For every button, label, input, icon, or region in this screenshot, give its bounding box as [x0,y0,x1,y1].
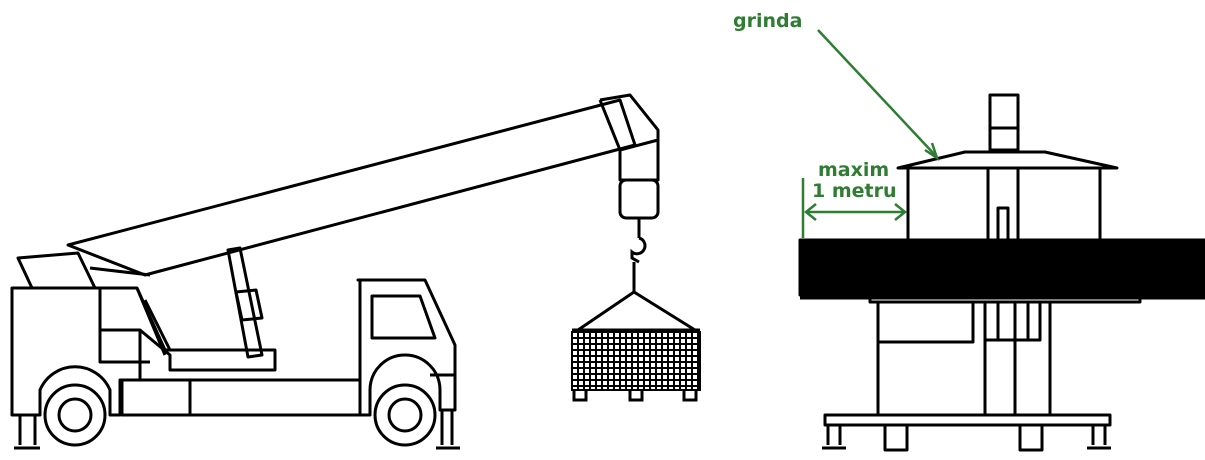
hook-block [618,178,660,220]
chimney [988,93,1020,152]
truck-rear-cab [10,286,142,417]
boom-base [135,287,277,372]
hydraulic-cylinder [226,246,264,359]
beam-label: grinda [733,10,802,32]
building-legs [822,425,1111,450]
upper-door [996,206,1010,242]
cab-window [98,330,150,364]
max-label-line1: maxim [818,159,889,181]
building [798,93,1205,452]
load-grid [572,332,700,390]
beam-pointer-arrow [817,29,936,156]
chassis-box [120,378,192,417]
front-wheel [373,383,437,447]
rear-wheel [43,383,107,447]
roof [896,150,1119,170]
pallet-feet [572,390,698,402]
lower-structure [868,298,1142,304]
beam [798,238,1205,297]
cab-roof-shade [16,251,97,290]
max-label-line2: 1 metru [812,180,897,202]
sling [577,290,696,332]
hook [630,236,647,264]
front-outrigger [436,410,460,450]
upper-room [906,168,1102,240]
base-platform [823,413,1112,427]
lower-frame [876,300,975,344]
boom-arm [66,98,637,277]
chassis [120,378,362,417]
front-window [370,294,437,340]
boom-tip [598,93,660,182]
truck-front-cab [356,278,457,417]
crane-truck [10,93,660,450]
rear-outrigger [14,415,40,450]
annotations [801,29,940,238]
